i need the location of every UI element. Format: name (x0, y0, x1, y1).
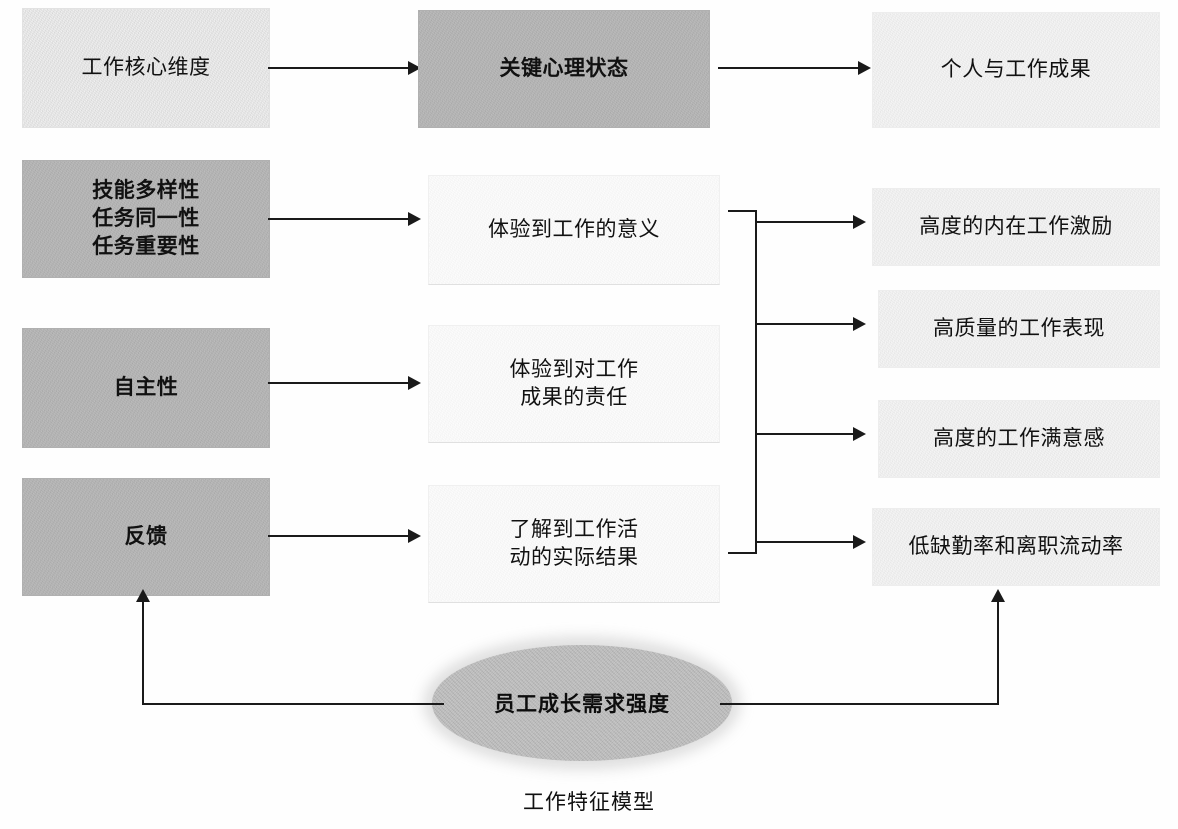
header-core-dimensions-label: 工作核心维度 (81, 55, 211, 80)
core-dimension-box-3: 反馈 (22, 478, 270, 596)
core-dimension-1-line-1: 技能多样性 (92, 178, 200, 203)
feedback-loop-right-horizontal (720, 703, 999, 705)
psychological-state-box-1: 体验到工作的意义 (428, 175, 720, 285)
connector-header-1 (268, 67, 410, 69)
connector-bracket-to-outcome-2 (757, 323, 855, 325)
connector-dim1-to-state1 (268, 218, 410, 220)
arrowhead-outcome-4-icon (853, 535, 866, 549)
outcome-box-1: 高度的内在工作激励 (872, 188, 1160, 266)
header-psychological-states: 关键心理状态 (418, 10, 710, 128)
moderator-label: 员工成长需求强度 (494, 692, 670, 716)
feedback-loop-left-horizontal (142, 703, 444, 705)
psychological-state-1-line-1: 体验到工作的意义 (488, 217, 660, 242)
core-dimension-2-line-1: 自主性 (113, 375, 179, 400)
connector-header-2 (718, 67, 860, 69)
connector-bracket-to-outcome-3 (757, 433, 855, 435)
core-dimension-box-1: 技能多样性 任务同一性 任务重要性 (22, 160, 270, 278)
arrowhead-outcome-3-icon (853, 427, 866, 441)
outcome-2-label: 高质量的工作表现 (933, 316, 1105, 341)
outcome-box-3: 高度的工作满意感 (878, 400, 1160, 478)
connector-bracket-to-outcome-4 (757, 541, 855, 543)
core-dimension-1-line-3: 任务重要性 (92, 233, 200, 258)
header-core-dimensions: 工作核心维度 (22, 8, 270, 128)
outcome-3-label: 高度的工作满意感 (933, 426, 1105, 451)
psychological-state-2-line-1: 体验到对工作 (509, 357, 639, 382)
arrowhead-header-1-icon (408, 61, 421, 75)
outcome-box-4: 低缺勤率和离职流动率 (872, 508, 1160, 586)
figure-caption: 工作特征模型 (0, 786, 1178, 816)
psychological-state-box-2: 体验到对工作 成果的责任 (428, 325, 720, 443)
connector-bracket-to-outcome-1 (757, 221, 855, 223)
core-dimension-box-2: 自主性 (22, 328, 270, 448)
arrowhead-feedback-right-icon (991, 589, 1005, 602)
psychological-state-3-line-1: 了解到工作活 (509, 517, 639, 542)
moderator-ellipse: 员工成长需求强度 (432, 645, 732, 761)
arrowhead-outcome-2-icon (853, 317, 866, 331)
bracket-bottom-stub (728, 552, 757, 554)
outcome-box-2: 高质量的工作表现 (878, 290, 1160, 368)
bracket-spine (755, 210, 757, 554)
connector-dim2-to-state2 (268, 382, 410, 384)
psychological-state-box-3: 了解到工作活 动的实际结果 (428, 485, 720, 603)
bracket-top-stub (728, 210, 757, 212)
core-dimension-1-line-2: 任务同一性 (92, 206, 200, 231)
feedback-loop-left-vertical (142, 600, 144, 704)
arrowhead-outcome-1-icon (853, 215, 866, 229)
arrowhead-feedback-left-icon (136, 589, 150, 602)
outcome-1-label: 高度的内在工作激励 (919, 214, 1113, 239)
header-outcomes-label: 个人与工作成果 (940, 57, 1092, 82)
arrowhead-header-2-icon (858, 61, 871, 75)
figure-caption-label: 工作特征模型 (523, 790, 655, 814)
arrowhead-dim1-icon (408, 212, 421, 226)
psychological-state-2-line-2: 成果的责任 (520, 385, 628, 409)
header-outcomes: 个人与工作成果 (872, 12, 1160, 128)
connector-dim3-to-state3 (268, 535, 410, 537)
header-psychological-states-label: 关键心理状态 (499, 56, 629, 81)
outcome-4-label: 低缺勤率和离职流动率 (908, 534, 1124, 559)
arrowhead-dim3-icon (408, 529, 421, 543)
arrowhead-dim2-icon (408, 376, 421, 390)
psychological-state-3-line-2: 动的实际结果 (509, 545, 639, 569)
feedback-loop-right-vertical (997, 600, 999, 704)
core-dimension-3-line-1: 反馈 (124, 524, 168, 549)
